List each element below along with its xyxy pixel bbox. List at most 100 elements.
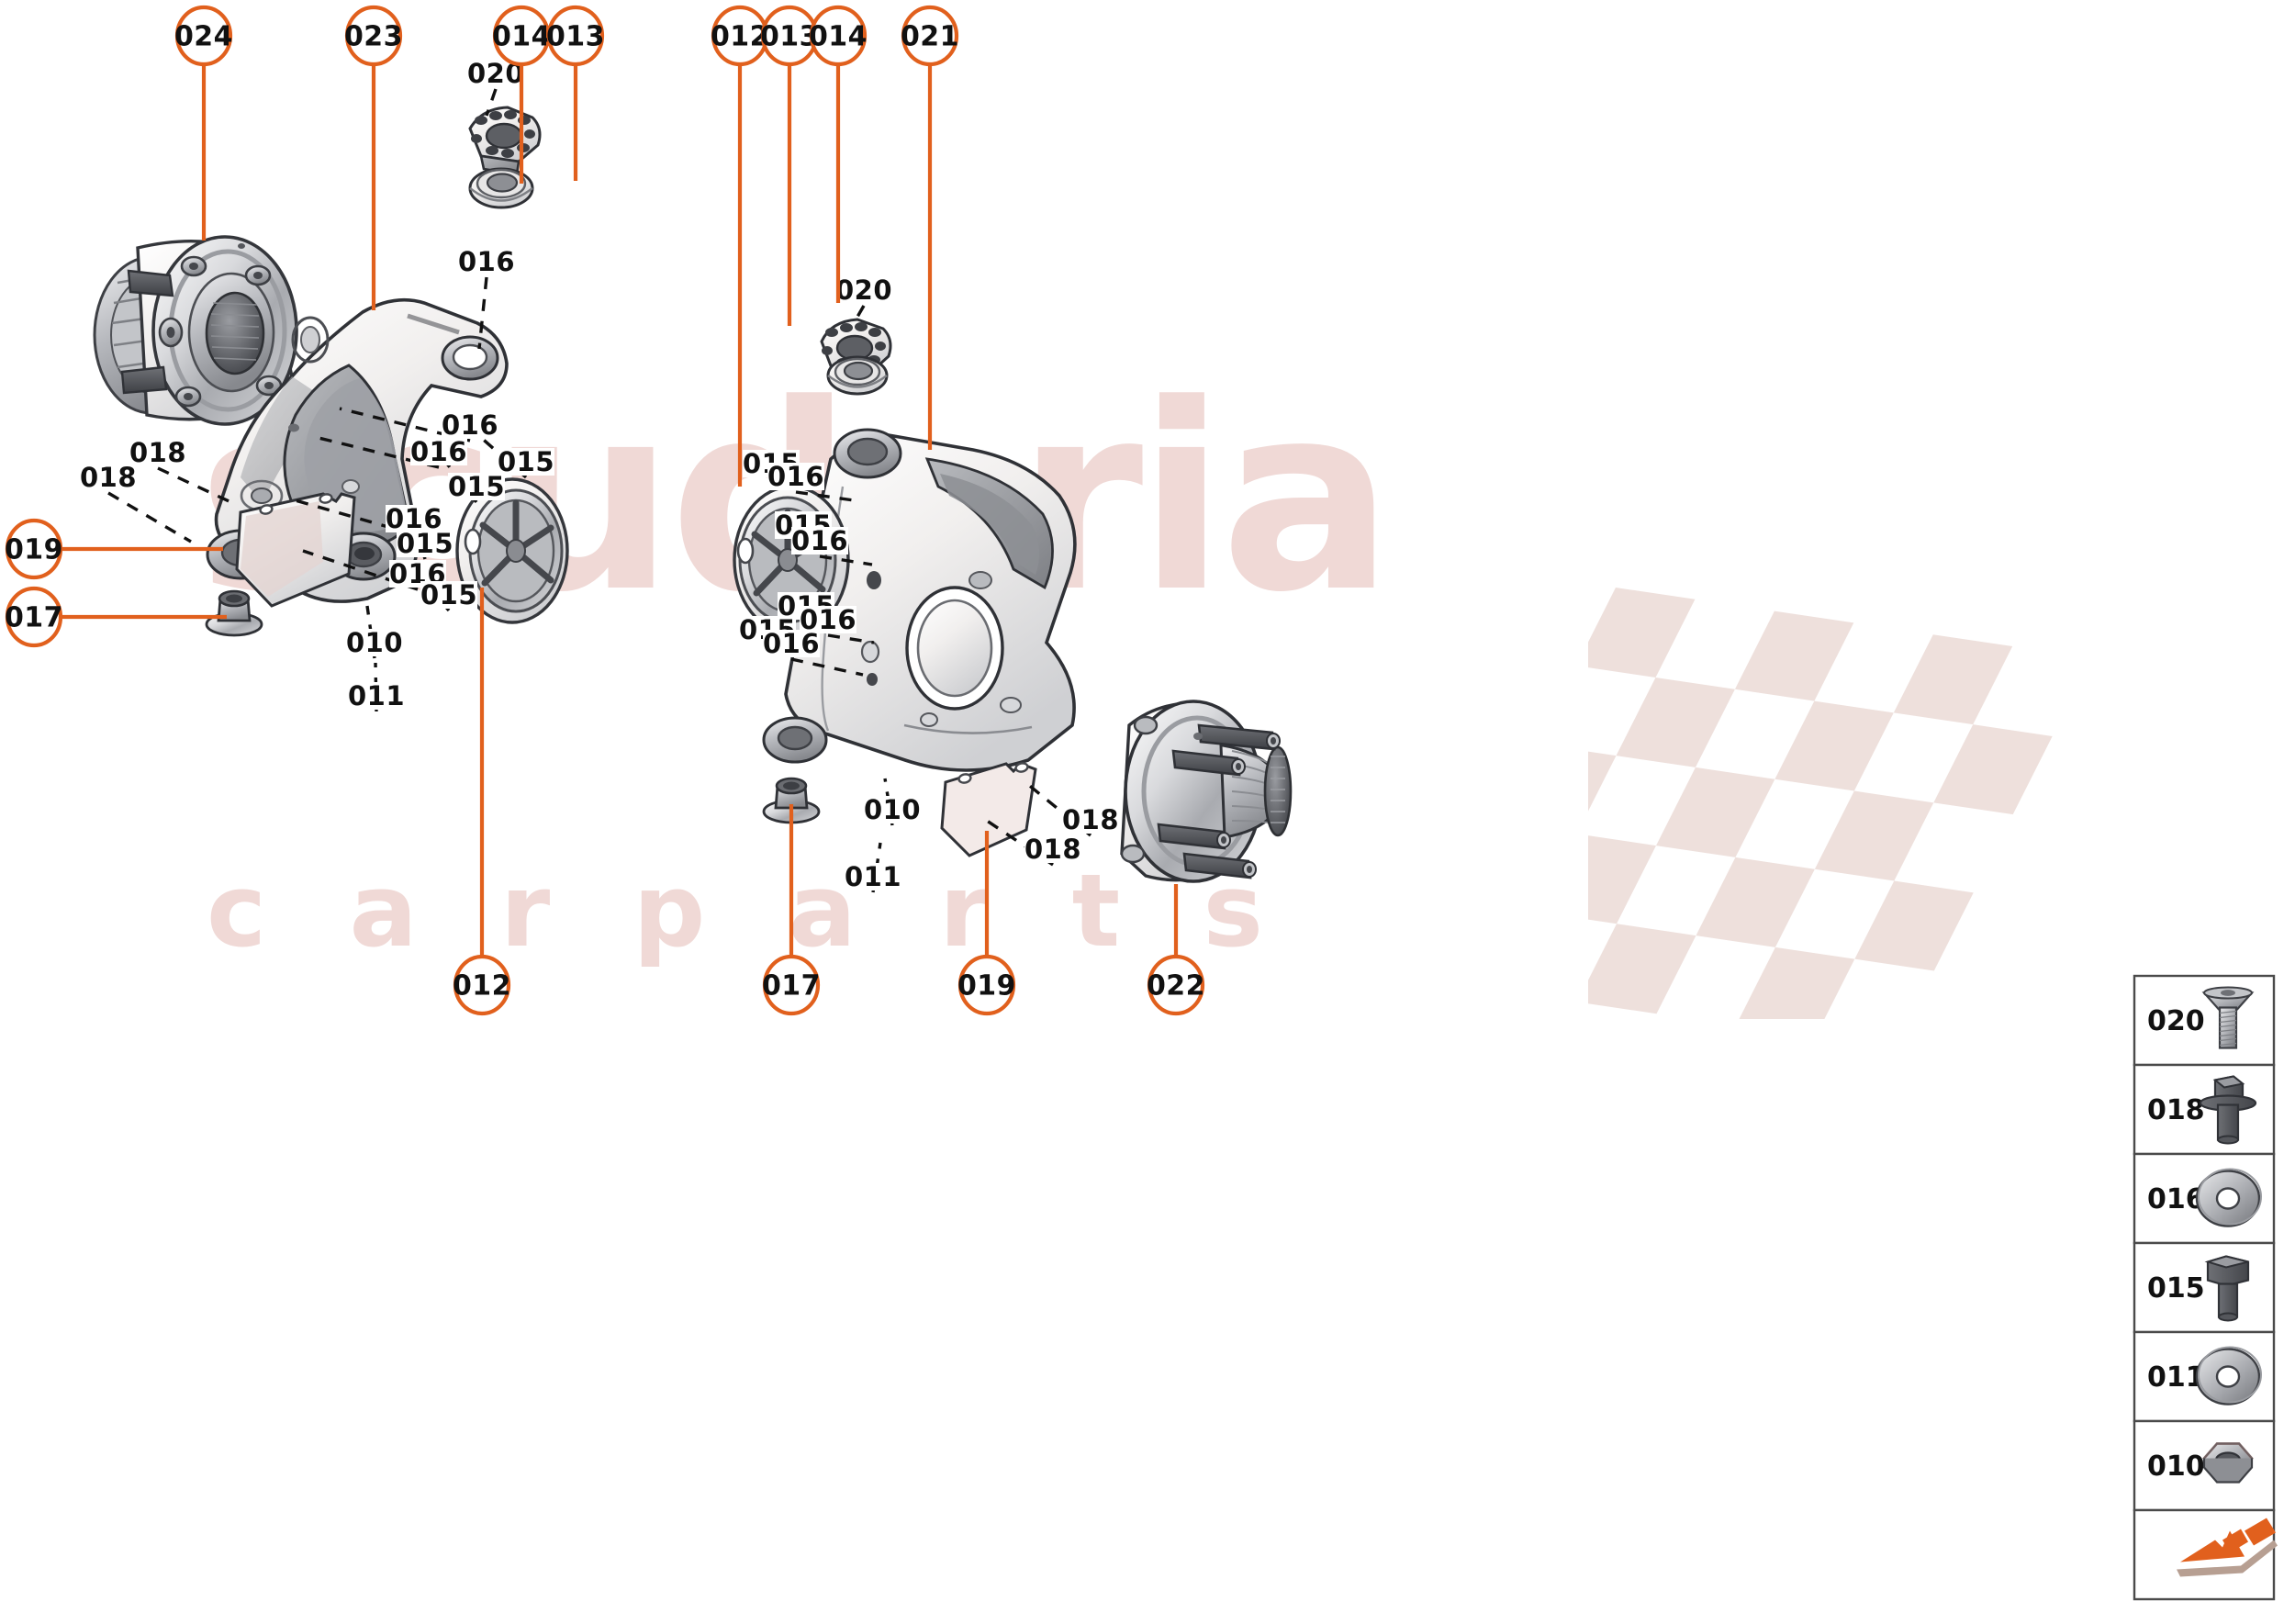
dashed-leader-018: [986, 819, 1054, 867]
callout-014[interactable]: 014: [492, 5, 551, 67]
hex-head-bolt-icon: [2204, 1255, 2250, 1322]
part-label-011: 011: [348, 680, 405, 711]
callout-bubble-ring: [5, 518, 63, 580]
label-text: 016: [767, 461, 824, 492]
dashed-leader-018: [1024, 781, 1092, 837]
label-text: 018: [129, 437, 186, 468]
part-label-015: 015: [420, 579, 477, 610]
callout-bubble-ring: [5, 586, 63, 648]
part-label-016: 016: [763, 628, 820, 659]
label-text: 015: [448, 471, 505, 502]
label-backdrop: [386, 505, 442, 532]
callout-bubble-label: 012: [453, 970, 511, 1002]
flange-bolt-icon: [2199, 1075, 2257, 1145]
part-label-020: 020: [835, 274, 892, 306]
washer-icon: [2195, 1346, 2262, 1406]
label-backdrop: [448, 473, 505, 500]
legend-row-label: 018: [2147, 1094, 2205, 1126]
part-label-016: 016: [767, 461, 824, 492]
callout-019[interactable]: 019: [5, 518, 63, 580]
legend-row-015[interactable]: 015: [2133, 1241, 2276, 1334]
part-label-018: 018: [80, 462, 137, 493]
label-text: 015: [498, 446, 554, 477]
dashed-leader-018: [107, 491, 192, 543]
hex-nut-icon: [2202, 1442, 2254, 1484]
part-label-010: 010: [864, 794, 921, 825]
label-backdrop: [397, 530, 453, 557]
wheel-hub-bearing-right: [1120, 700, 1293, 883]
label-backdrop: [129, 439, 186, 466]
bracket-plate-right: [940, 762, 1037, 857]
callout-bubble-label: 013: [760, 21, 819, 53]
watermark-line2: c a r p a r t s: [207, 852, 1287, 969]
legend-row-cell: [2133, 1063, 2276, 1156]
dashed-leader-020: [485, 88, 498, 117]
part-label-016: 016: [458, 246, 515, 277]
legend-row-020[interactable]: 020: [2133, 974, 2276, 1067]
label-backdrop: [458, 248, 515, 275]
label-backdrop: [763, 630, 820, 657]
callout-012[interactable]: 012: [453, 954, 511, 1016]
label-text: 018: [1024, 834, 1081, 865]
callout-bubble-label: 022: [1147, 970, 1205, 1002]
dashed-leader-016: [819, 554, 873, 566]
label-text: 010: [346, 627, 403, 658]
legend-row-logo[interactable]: [2133, 1508, 2278, 1601]
callout-017[interactable]: 017: [5, 586, 63, 648]
callout-022[interactable]: 022: [1147, 954, 1205, 1016]
callout-bubble-label: 023: [344, 21, 403, 53]
callout-bubble-ring: [762, 954, 821, 1016]
label-text: 016: [791, 525, 848, 556]
callout-bubble-label: 013: [546, 21, 605, 53]
part-label-016: 016: [442, 409, 498, 441]
callout-bubble-ring: [809, 5, 868, 67]
legend-row-010[interactable]: 010: [2133, 1419, 2276, 1512]
callout-014[interactable]: 014: [809, 5, 868, 67]
label-backdrop: [346, 629, 403, 656]
part-label-018: 018: [1024, 834, 1081, 865]
legend-row-011[interactable]: 011: [2133, 1330, 2276, 1423]
callout-013[interactable]: 013: [546, 5, 605, 67]
callout-bubble-ring: [901, 5, 959, 67]
label-text: 016: [410, 436, 467, 467]
callout-012[interactable]: 012: [711, 5, 769, 67]
label-backdrop: [800, 606, 856, 633]
callout-021[interactable]: 021: [901, 5, 959, 67]
label-text: 010: [864, 794, 921, 825]
callout-017[interactable]: 017: [762, 954, 821, 1016]
label-text: 016: [442, 409, 498, 441]
label-backdrop: [835, 276, 892, 304]
label-backdrop: [864, 796, 921, 823]
legend-row-cell: [2133, 1241, 2276, 1334]
label-text: 016: [386, 503, 442, 534]
countersunk-bolt-icon: [2201, 986, 2255, 1049]
callout-013[interactable]: 013: [760, 5, 819, 67]
callout-bubble-ring: [546, 5, 605, 67]
label-backdrop: [410, 438, 467, 465]
callout-024[interactable]: 024: [174, 5, 233, 67]
label-text: 015: [397, 528, 453, 559]
callout-bubble-label: 014: [809, 21, 868, 53]
steering-knuckle-right: [762, 428, 1077, 772]
callout-019[interactable]: 019: [957, 954, 1016, 1016]
label-text: 015: [420, 579, 477, 610]
label-backdrop: [80, 464, 137, 491]
legend-row-018[interactable]: 018: [2133, 1063, 2276, 1156]
callout-023[interactable]: 023: [344, 5, 403, 67]
legend-row-label: 010: [2147, 1450, 2205, 1483]
legend-row-label: 011: [2147, 1361, 2205, 1394]
label-backdrop: [845, 863, 901, 890]
part-label-018: 018: [1062, 804, 1119, 835]
legend-row-label: 020: [2147, 1005, 2205, 1037]
part-label-016: 016: [791, 525, 848, 556]
callout-bubble-label: 019: [957, 970, 1016, 1002]
dashed-leader-020: [852, 305, 866, 324]
dashed-leader-018: [157, 466, 238, 507]
callout-bubble-label: 024: [174, 21, 233, 53]
legend-row-016[interactable]: 016: [2133, 1152, 2276, 1245]
callout-bubble-label: 017: [5, 602, 63, 634]
